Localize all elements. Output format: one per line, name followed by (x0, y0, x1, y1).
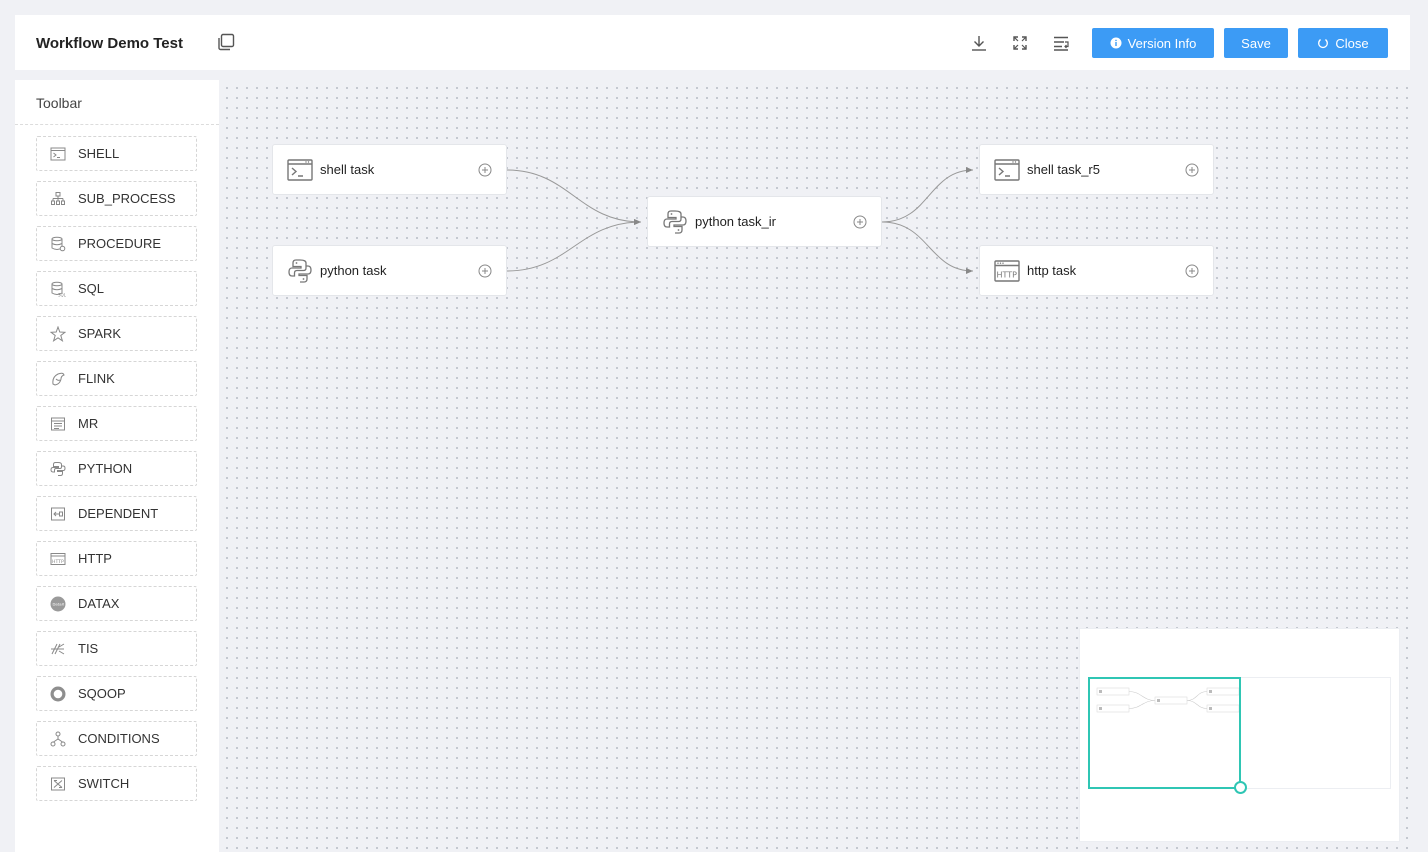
minimap-graph (1096, 687, 1240, 713)
power-icon (1318, 39, 1329, 49)
version-info-button[interactable]: Version Info (1092, 28, 1214, 58)
add-circle-icon[interactable] (1185, 264, 1199, 278)
format-layout-icon[interactable] (1051, 33, 1071, 53)
edge-python-ir-to-shell-r5[interactable] (881, 167, 974, 223)
save-button[interactable]: Save (1224, 28, 1288, 58)
tool-item-sqoop[interactable]: SQOOP (36, 676, 197, 711)
tool-item-http[interactable]: HTTP HTTP (36, 541, 197, 576)
http-icon: HTTP (994, 259, 1020, 282)
tool-item-dependent[interactable]: DEPENDENT (36, 496, 197, 531)
node-shell-task-r5[interactable]: shell task_r5 (979, 144, 1214, 195)
shell-icon (994, 158, 1020, 181)
tool-item-label: DATAX (78, 596, 120, 611)
node-python-task-ir[interactable]: python task_ir (647, 196, 882, 247)
toolbar-title: Toolbar (36, 95, 82, 111)
shell-icon (50, 147, 66, 160)
tool-item-shell[interactable]: SHELL (36, 136, 197, 171)
python-icon (288, 258, 312, 283)
save-label: Save (1241, 35, 1271, 51)
add-circle-icon[interactable] (853, 215, 867, 229)
close-button[interactable]: Close (1298, 28, 1388, 58)
tool-item-sql[interactable]: SQL SQL (36, 271, 197, 306)
version-info-label: Version Info (1127, 35, 1197, 51)
add-circle-icon[interactable] (478, 264, 492, 278)
tool-item-mr[interactable]: MR (36, 406, 197, 441)
tool-item-flink[interactable]: FLINK (36, 361, 197, 396)
tool-item-procedure[interactable]: PROCEDURE (36, 226, 197, 261)
tool-item-label: MR (78, 416, 99, 431)
close-label: Close (1335, 35, 1369, 51)
toolbar-panel: Toolbar SHELL SUB_PROCESS PROCEDURE SQL … (15, 80, 219, 852)
procedure-icon (51, 236, 66, 251)
python-icon (50, 461, 66, 476)
tool-item-label: HTTP (78, 551, 112, 566)
node-label: shell task_r5 (1027, 162, 1100, 177)
node-label: http task (1027, 263, 1077, 278)
edge-python-ir-to-http[interactable] (881, 221, 974, 274)
tool-item-label: FLINK (78, 371, 115, 386)
tool-item-tis[interactable]: TIS (36, 631, 197, 666)
fullscreen-icon[interactable] (1010, 33, 1030, 53)
toolbar-divider (15, 124, 219, 125)
tool-item-python[interactable]: PYTHON (36, 451, 197, 486)
svg-text:DataX: DataX (53, 601, 65, 606)
tool-item-label: SHELL (78, 146, 120, 161)
sql-icon: SQL (51, 281, 66, 297)
tool-item-switch[interactable]: SWITCH (36, 766, 197, 801)
switch-icon (51, 777, 65, 790)
mr-icon (51, 417, 65, 430)
copy-icon[interactable] (216, 32, 236, 52)
minimap-viewport[interactable] (1088, 677, 1241, 789)
tool-item-spark[interactable]: SPARK (36, 316, 197, 351)
shell-icon (287, 158, 313, 181)
minimap[interactable] (1079, 628, 1400, 842)
svg-text:HTTP: HTTP (997, 270, 1018, 279)
tool-item-label: SPARK (78, 326, 122, 341)
tool-item-sub-process[interactable]: SUB_PROCESS (36, 181, 197, 216)
add-circle-icon[interactable] (1185, 163, 1199, 177)
tool-item-label: SWITCH (78, 776, 130, 791)
tool-item-label: SQL (78, 281, 105, 296)
edges-layer (506, 167, 974, 274)
sub-process-icon (51, 191, 65, 205)
tool-item-label: SQOOP (78, 686, 126, 701)
download-icon[interactable] (969, 33, 989, 53)
python-icon (663, 209, 687, 234)
tool-item-label: TIS (78, 641, 99, 656)
minimap-resize-handle[interactable] (1234, 781, 1247, 794)
header-bar: Workflow Demo Test Version Info Save Clo… (15, 15, 1410, 70)
node-shell-task[interactable]: shell task (272, 144, 507, 195)
tis-icon (51, 643, 65, 654)
tool-item-label: PROCEDURE (78, 236, 162, 251)
tool-item-label: CONDITIONS (78, 731, 160, 746)
edge-shell-to-python-ir[interactable] (506, 169, 642, 225)
datax-icon: DataX (50, 596, 66, 611)
tool-item-label: DEPENDENT (78, 506, 159, 521)
svg-text:SQL: SQL (58, 292, 66, 297)
node-label: python task (320, 263, 387, 278)
node-python-task[interactable]: python task (272, 245, 507, 296)
node-label: python task_ir (695, 214, 776, 229)
sqoop-icon (50, 686, 66, 701)
dependent-icon (51, 507, 65, 520)
tool-item-datax[interactable]: DataX DATAX (36, 586, 197, 621)
tool-item-conditions[interactable]: CONDITIONS (36, 721, 197, 756)
spark-icon (50, 325, 66, 342)
conditions-icon (50, 731, 66, 746)
http-icon: HTTP (50, 552, 66, 565)
node-label: shell task (320, 162, 375, 177)
edge-python-to-python-ir[interactable] (506, 219, 642, 272)
tool-item-label: SUB_PROCESS (78, 191, 176, 206)
workflow-title: Workflow Demo Test (36, 35, 183, 52)
svg-text:HTTP: HTTP (52, 559, 64, 565)
add-circle-icon[interactable] (478, 163, 492, 177)
info-circle-icon (1110, 37, 1122, 49)
tool-item-label: PYTHON (78, 461, 133, 476)
node-http-task[interactable]: HTTP http task (979, 245, 1214, 296)
flink-icon (52, 372, 65, 386)
